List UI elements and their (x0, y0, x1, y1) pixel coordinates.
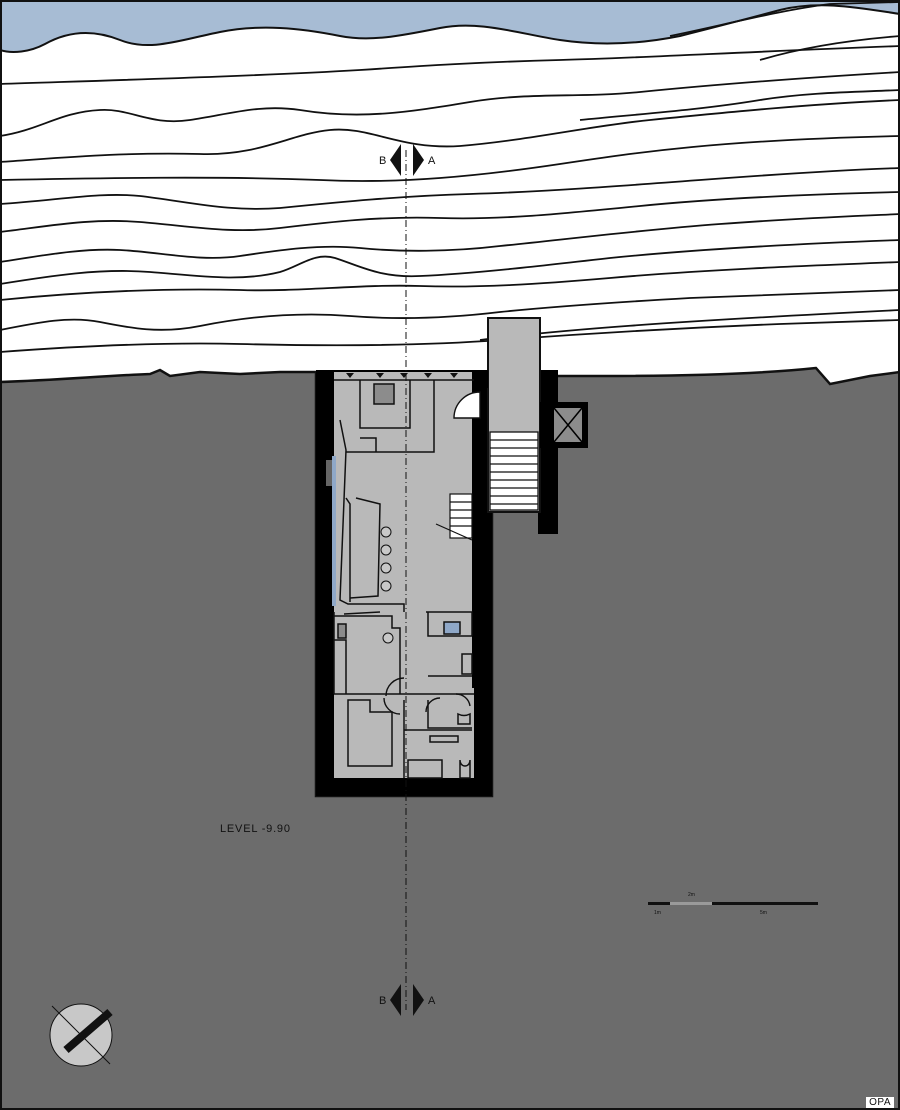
main-stair (489, 431, 539, 511)
ground-strata (0, 1, 900, 353)
interior-partitions (333, 379, 474, 779)
section-label-a-top: A (428, 155, 436, 167)
door-swings (383, 391, 481, 715)
section-marker-icon (390, 144, 424, 176)
section-marker-top: B A (379, 144, 436, 176)
light-fixtures (346, 373, 458, 378)
sky-area (0, 0, 900, 53)
scale-mid-label: 2m (688, 892, 695, 898)
level-label: LEVEL -9.90 (220, 823, 291, 835)
north-arrow-icon (49, 1003, 113, 1067)
inner-stair (435, 493, 473, 541)
section-marker-icon (390, 984, 424, 1016)
scale-bar-icon: 2m 1m 5m (648, 892, 818, 916)
section-marker-bottom: B A (379, 984, 436, 1016)
scale-start-label: 1m (654, 910, 661, 916)
section-label-a-bottom: A (428, 995, 436, 1007)
west-glazing (326, 456, 336, 606)
section-label-b-top: B (379, 155, 386, 167)
scale-end-label: 5m (760, 910, 767, 916)
section-label-b-bottom: B (379, 995, 386, 1007)
bar-stools (380, 526, 394, 644)
credit-label: OPA (866, 1097, 894, 1108)
